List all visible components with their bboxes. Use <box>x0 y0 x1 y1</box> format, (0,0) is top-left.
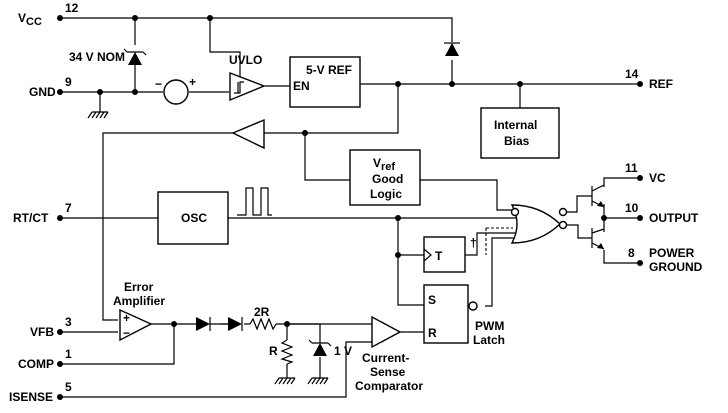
amplifier-label: Amplifier <box>113 294 165 308</box>
en-label: EN <box>293 79 310 93</box>
output-pin-name: OUTPUT <box>649 211 699 225</box>
plus-sign: + <box>123 311 130 325</box>
latch-label: Latch <box>473 333 505 347</box>
vref-good-label-3: Logic <box>370 187 402 201</box>
zener-diode-1v: 1 V <box>307 339 352 385</box>
gnd-pin-number: 9 <box>65 75 72 89</box>
vc-pin-name: VC <box>649 171 666 185</box>
pgnd-pin-name: POWER <box>649 246 695 260</box>
plus-sign: + <box>189 75 196 89</box>
toggle-flip-flop: T † <box>423 236 477 273</box>
isense-pin-number: 5 <box>65 380 72 394</box>
left-pin-labels: VCC 12 GND 9 RT/CT 7 VFB 3 COMP 1 ISENSE… <box>9 1 79 404</box>
ground-symbol-gnd <box>87 111 109 119</box>
comparator-label: Comparator <box>355 379 423 393</box>
oscillator-block: OSC <box>157 187 272 245</box>
output-pin-number: 10 <box>625 201 639 215</box>
reference-buffer <box>231 118 265 150</box>
voltage-source: − + <box>155 75 196 105</box>
t-label: T <box>435 249 443 263</box>
wires <box>60 17 640 398</box>
comp-pin-number: 1 <box>65 347 72 361</box>
vcc-pin-number: 12 <box>65 1 79 15</box>
vref-good-logic-block: Vref Good Logic <box>349 149 421 206</box>
vref-good-label-2: Good <box>372 172 403 186</box>
2r-label: 2R <box>254 305 270 319</box>
ref-5v-block: 5-V REF EN <box>289 56 361 108</box>
resistor-r: R <box>269 339 296 385</box>
current-label: Current- <box>362 351 409 365</box>
or-gate <box>510 204 568 244</box>
uvlo-label: UVLO <box>229 53 262 67</box>
ref-pin-name: REF <box>649 77 673 91</box>
ref-5v-label: 5-V REF <box>306 63 352 77</box>
internal-bias-block: Internal Bias <box>480 107 560 159</box>
pwm-latch: S R PWM Latch <box>423 284 505 347</box>
internal-bias-label-2: Bias <box>504 134 530 148</box>
vfb-pin-number: 3 <box>65 315 72 329</box>
ref-pin-number: 14 <box>625 67 639 81</box>
minus-sign: − <box>123 326 130 340</box>
r-label-resistor: R <box>269 344 278 358</box>
vc-pin-number: 11 <box>625 161 638 175</box>
current-sense-comparator: Current- Sense Comparator <box>355 315 423 393</box>
uvlo-comparator: UVLO <box>229 53 266 102</box>
dagger-mark: † <box>470 236 477 250</box>
error-amplifier: + − Error Amplifier <box>113 280 165 342</box>
zener-diode-34v <box>123 48 147 65</box>
sense-label: Sense <box>370 365 406 379</box>
r-label: R <box>428 326 437 340</box>
gnd-pin-name: GND <box>29 85 56 99</box>
zener-34v-label: 34 V NOM <box>69 50 125 64</box>
junctions <box>57 15 643 400</box>
comp-pin-name: COMP <box>18 357 54 371</box>
output-transistors <box>591 184 605 250</box>
1v-label: 1 V <box>334 344 352 358</box>
internal-bias-label: Internal <box>494 118 537 132</box>
error-label: Error <box>124 280 154 294</box>
series-diodes <box>196 317 243 331</box>
isense-pin-name: ISENSE <box>9 390 53 404</box>
pgnd-pin-number: 8 <box>628 246 635 260</box>
pwm-label: PWM <box>475 319 504 333</box>
minus-sign: − <box>155 77 162 91</box>
pgnd-pin-name-2: GROUND <box>649 260 703 274</box>
vfb-pin-name: VFB <box>30 325 54 339</box>
rtct-pin-number: 7 <box>65 201 72 215</box>
diode-vcc-ref <box>444 42 460 56</box>
right-pin-labels: 14 REF 11 VC 10 OUTPUT 8 POWER GROUND <box>625 67 703 274</box>
resistor-2r: 2R <box>249 305 277 331</box>
osc-label: OSC <box>181 211 207 225</box>
rtct-pin-name: RT/CT <box>13 211 49 225</box>
vref-good-label: Vref <box>373 156 395 173</box>
s-label: S <box>428 293 436 307</box>
vcc-pin-name: VCC <box>18 11 42 28</box>
clock-pulse-icon <box>237 187 272 216</box>
